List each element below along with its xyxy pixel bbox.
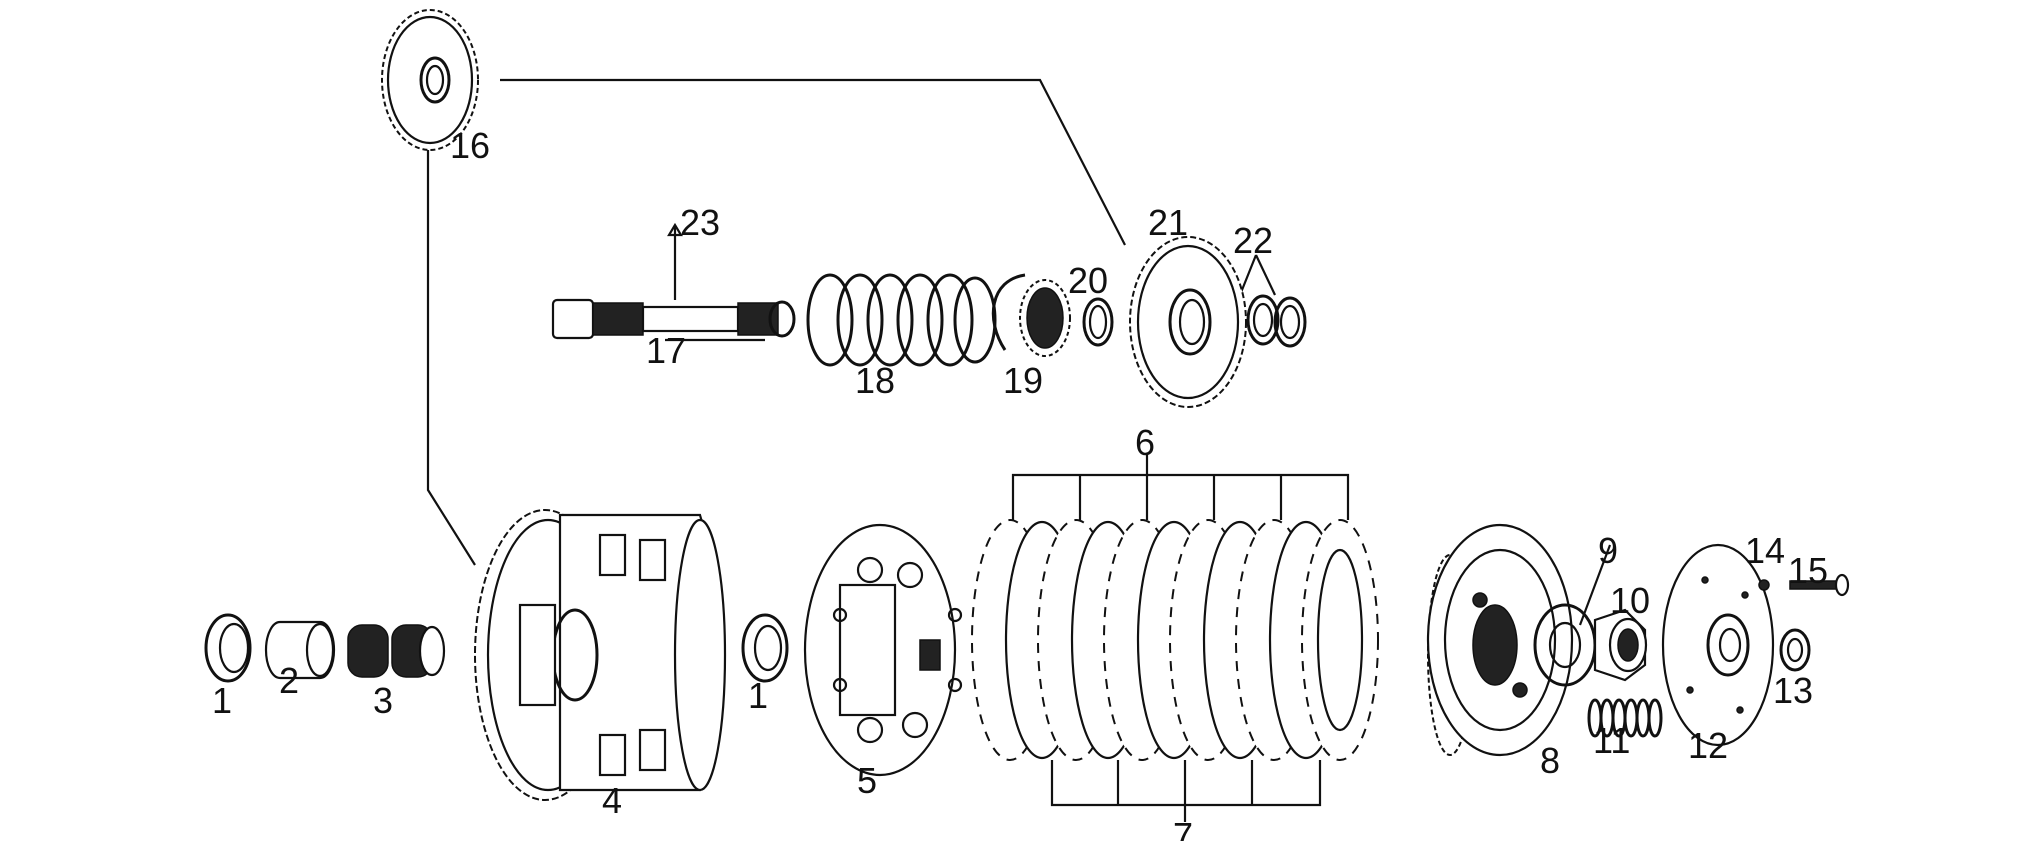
label-part-4: 4 [602,780,622,821]
label-part-23: 23 [680,202,720,243]
label-part-1b: 1 [748,675,768,716]
part-labels: 1 2 3 4 1 5 6 7 8 9 10 11 12 13 14 15 16… [212,125,1828,841]
spring-11 [1587,698,1663,738]
washers-22 [1246,294,1307,348]
needle-bearing-3 [347,624,446,678]
inner-hub-5 [803,523,963,777]
label-part-6: 6 [1135,422,1155,463]
label-part-13: 13 [1773,670,1813,711]
label-part-10: 10 [1610,580,1650,621]
ball-14 [1758,579,1770,591]
nut-10 [1593,608,1648,682]
label-part-3: 3 [373,680,393,721]
bolt-15 [1789,573,1850,597]
label-part-22: 22 [1233,220,1273,261]
spring-18 [806,273,997,367]
label-part-15: 15 [1788,550,1828,591]
cover-plate-12 [1661,543,1775,747]
label-part-20: 20 [1068,260,1108,301]
label-part-14: 14 [1745,530,1785,571]
pressure-plate-8 [1426,523,1574,757]
washer-1-middle [741,613,789,683]
ring-20 [1082,297,1114,347]
pin-23 [667,222,683,237]
connector-lines [426,78,1612,822]
label-part-19: 19 [1003,360,1043,401]
part-19 [991,273,1071,357]
label-part-2: 2 [279,660,299,701]
label-part-7: 7 [1173,815,1193,841]
shaft-17 [551,298,796,342]
label-part-5: 5 [857,760,877,801]
clutch-plates-6-7 [971,519,1379,761]
washer-1-left [204,613,252,683]
label-part-9: 9 [1598,530,1618,571]
gear-21 [1129,236,1247,408]
label-part-16: 16 [450,125,490,166]
label-part-1a: 1 [212,680,232,721]
label-part-8: 8 [1540,740,1560,781]
nut-13 [1779,628,1811,672]
label-part-11: 11 [1593,720,1630,761]
label-part-17: 17 [646,330,686,371]
label-part-18: 18 [855,360,895,401]
label-part-21: 21 [1148,202,1188,243]
label-part-12: 12 [1688,725,1728,766]
sleeve-2 [264,620,336,680]
gear-16 [381,9,479,151]
clutch-basket-4 [474,509,727,801]
